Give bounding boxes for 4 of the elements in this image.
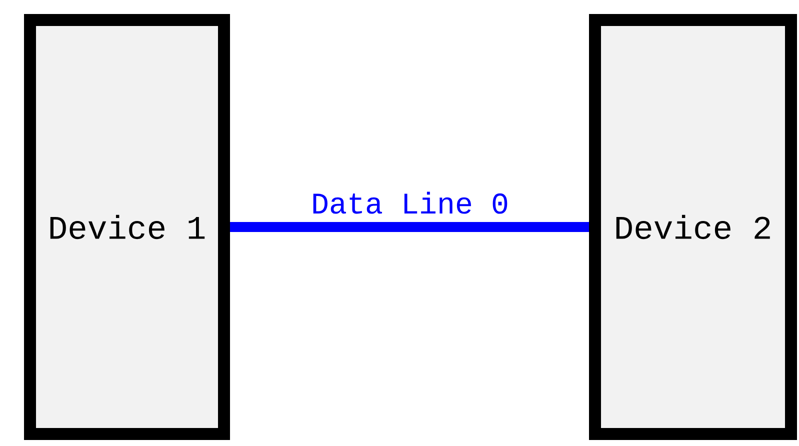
- edge-label: Data Line 0: [310, 190, 510, 215]
- data-line: [230, 222, 589, 232]
- device-box: Device 2: [589, 14, 797, 440]
- device-box: Device 1: [24, 14, 230, 440]
